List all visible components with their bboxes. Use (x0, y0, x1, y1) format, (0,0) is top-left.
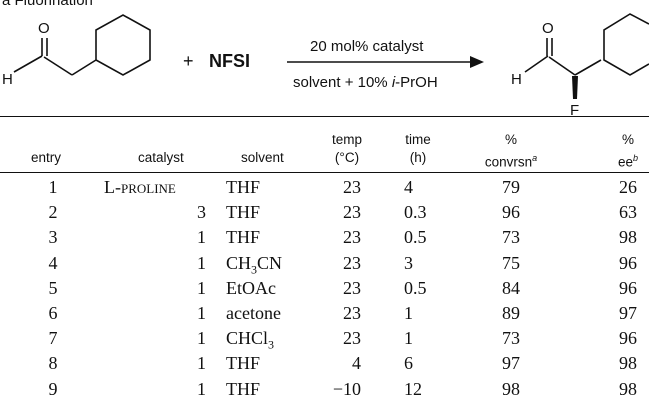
cell-conversion: 84 (502, 277, 520, 298)
cell-conversion: 75 (502, 252, 520, 273)
cell-temp: 23 (343, 227, 361, 248)
cell-ee: 26 (619, 177, 637, 197)
cell-catalyst: 1 (197, 353, 206, 374)
cell-solvent: acetone (226, 303, 281, 323)
header-time: time(h) (405, 132, 431, 165)
cell-temp: 4 (352, 353, 361, 374)
footnote-a-marker: a (532, 153, 538, 163)
cell-entry: 8 (48, 353, 58, 374)
product-hydrogen: H (511, 71, 522, 88)
cell-solvent: THF (226, 227, 261, 248)
cell-catalyst: 3 (197, 202, 206, 223)
header-catalyst: catalyst (138, 150, 184, 165)
cell-entry: 2 (48, 202, 58, 223)
cell-temp: 23 (343, 328, 361, 349)
arrow-bottom-label: solvent + 10% i-PrOH (293, 74, 438, 91)
scheme-heading: a Fluorination (2, 0, 93, 9)
cell-ee: 96 (619, 277, 637, 298)
cell-ee: 96 (619, 328, 637, 349)
cell-time: 1 (404, 303, 413, 323)
cell-ee: 63 (619, 202, 637, 223)
cell-time: 12 (404, 378, 422, 399)
arrow-top-label: 20 mol% catalyst (310, 38, 424, 55)
cell-conversion: 96 (502, 202, 520, 223)
cell-time: 6 (404, 353, 413, 374)
cell-entry: 5 (48, 277, 58, 298)
header-conversion: %convrsna (484, 132, 538, 170)
cell-conversion: 73 (502, 227, 520, 248)
cell-solvent: THF (226, 378, 261, 399)
header-ee: %eeb (617, 132, 639, 170)
cell-temp: 23 (343, 252, 361, 273)
cell-entry: 6 (48, 303, 58, 323)
cell-time: 3 (404, 252, 413, 273)
reactant-hydrogen: H (2, 71, 13, 88)
cell-solvent: THF (226, 353, 261, 374)
cell-ee: 96 (619, 252, 637, 273)
cell-entry: 4 (48, 252, 58, 273)
cell-entry: 7 (48, 328, 58, 349)
reaction-arrow (287, 56, 484, 68)
cell-time: 0.3 (404, 202, 427, 223)
cell-conversion: 97 (502, 353, 520, 374)
cell-solvent: THF (226, 177, 261, 197)
cell-catalyst: L-proline (104, 177, 176, 197)
cell-ee: 98 (619, 353, 637, 374)
cell-catalyst: 1 (197, 378, 206, 399)
cell-temp: 23 (343, 277, 361, 298)
product-oxygen: O (542, 20, 554, 37)
cell-conversion: 98 (502, 378, 520, 399)
cell-entry: 3 (48, 227, 58, 248)
product-fluorine: F (570, 102, 579, 118)
cell-conversion: 73 (502, 328, 520, 349)
cell-time: 1 (404, 328, 413, 349)
product-structure (524, 13, 649, 76)
reactant-oxygen: O (38, 20, 50, 37)
table-header-rule (0, 172, 649, 173)
cell-temp: 23 (343, 303, 361, 323)
footnote-b-marker: b (633, 153, 639, 163)
cell-ee: 98 (619, 378, 637, 399)
reaction-scheme: O H + NFSI 20 mol% catalyst solvent + 10… (2, 13, 649, 118)
cell-ee: 97 (619, 303, 637, 323)
table-top-rule (0, 116, 649, 117)
header-entry: entry (31, 150, 62, 165)
cell-ee: 98 (619, 227, 637, 248)
cell-solvent: THF (226, 202, 261, 223)
product-wedge-bond (572, 76, 578, 99)
plus-sign: + (183, 51, 194, 71)
cell-time: 4 (404, 177, 413, 197)
reagent-nfsi: NFSI (209, 51, 250, 71)
reactant-structure (13, 14, 151, 76)
cell-catalyst: 1 (197, 277, 206, 298)
cell-conversion: 79 (502, 177, 520, 197)
cell-time: 0.5 (404, 277, 427, 298)
cell-catalyst: 1 (197, 227, 206, 248)
cell-temp: 23 (343, 202, 361, 223)
cell-catalyst: 1 (197, 303, 206, 323)
cell-time: 0.5 (404, 227, 427, 248)
cell-solvent: CH3CN (226, 252, 283, 277)
cell-solvent: CHCl3 (226, 328, 275, 352)
cell-temp: 23 (343, 177, 361, 197)
cell-entry: 9 (48, 378, 58, 399)
header-solvent: solvent (241, 150, 284, 165)
cell-catalyst: 1 (197, 328, 206, 349)
cell-conversion: 89 (502, 303, 520, 323)
cell-entry: 1 (48, 177, 58, 197)
cell-temp: −10 (332, 378, 361, 399)
cell-catalyst: 1 (197, 252, 206, 273)
header-temp: temp(°C) (331, 132, 362, 165)
cell-solvent: EtOAc (226, 277, 276, 298)
